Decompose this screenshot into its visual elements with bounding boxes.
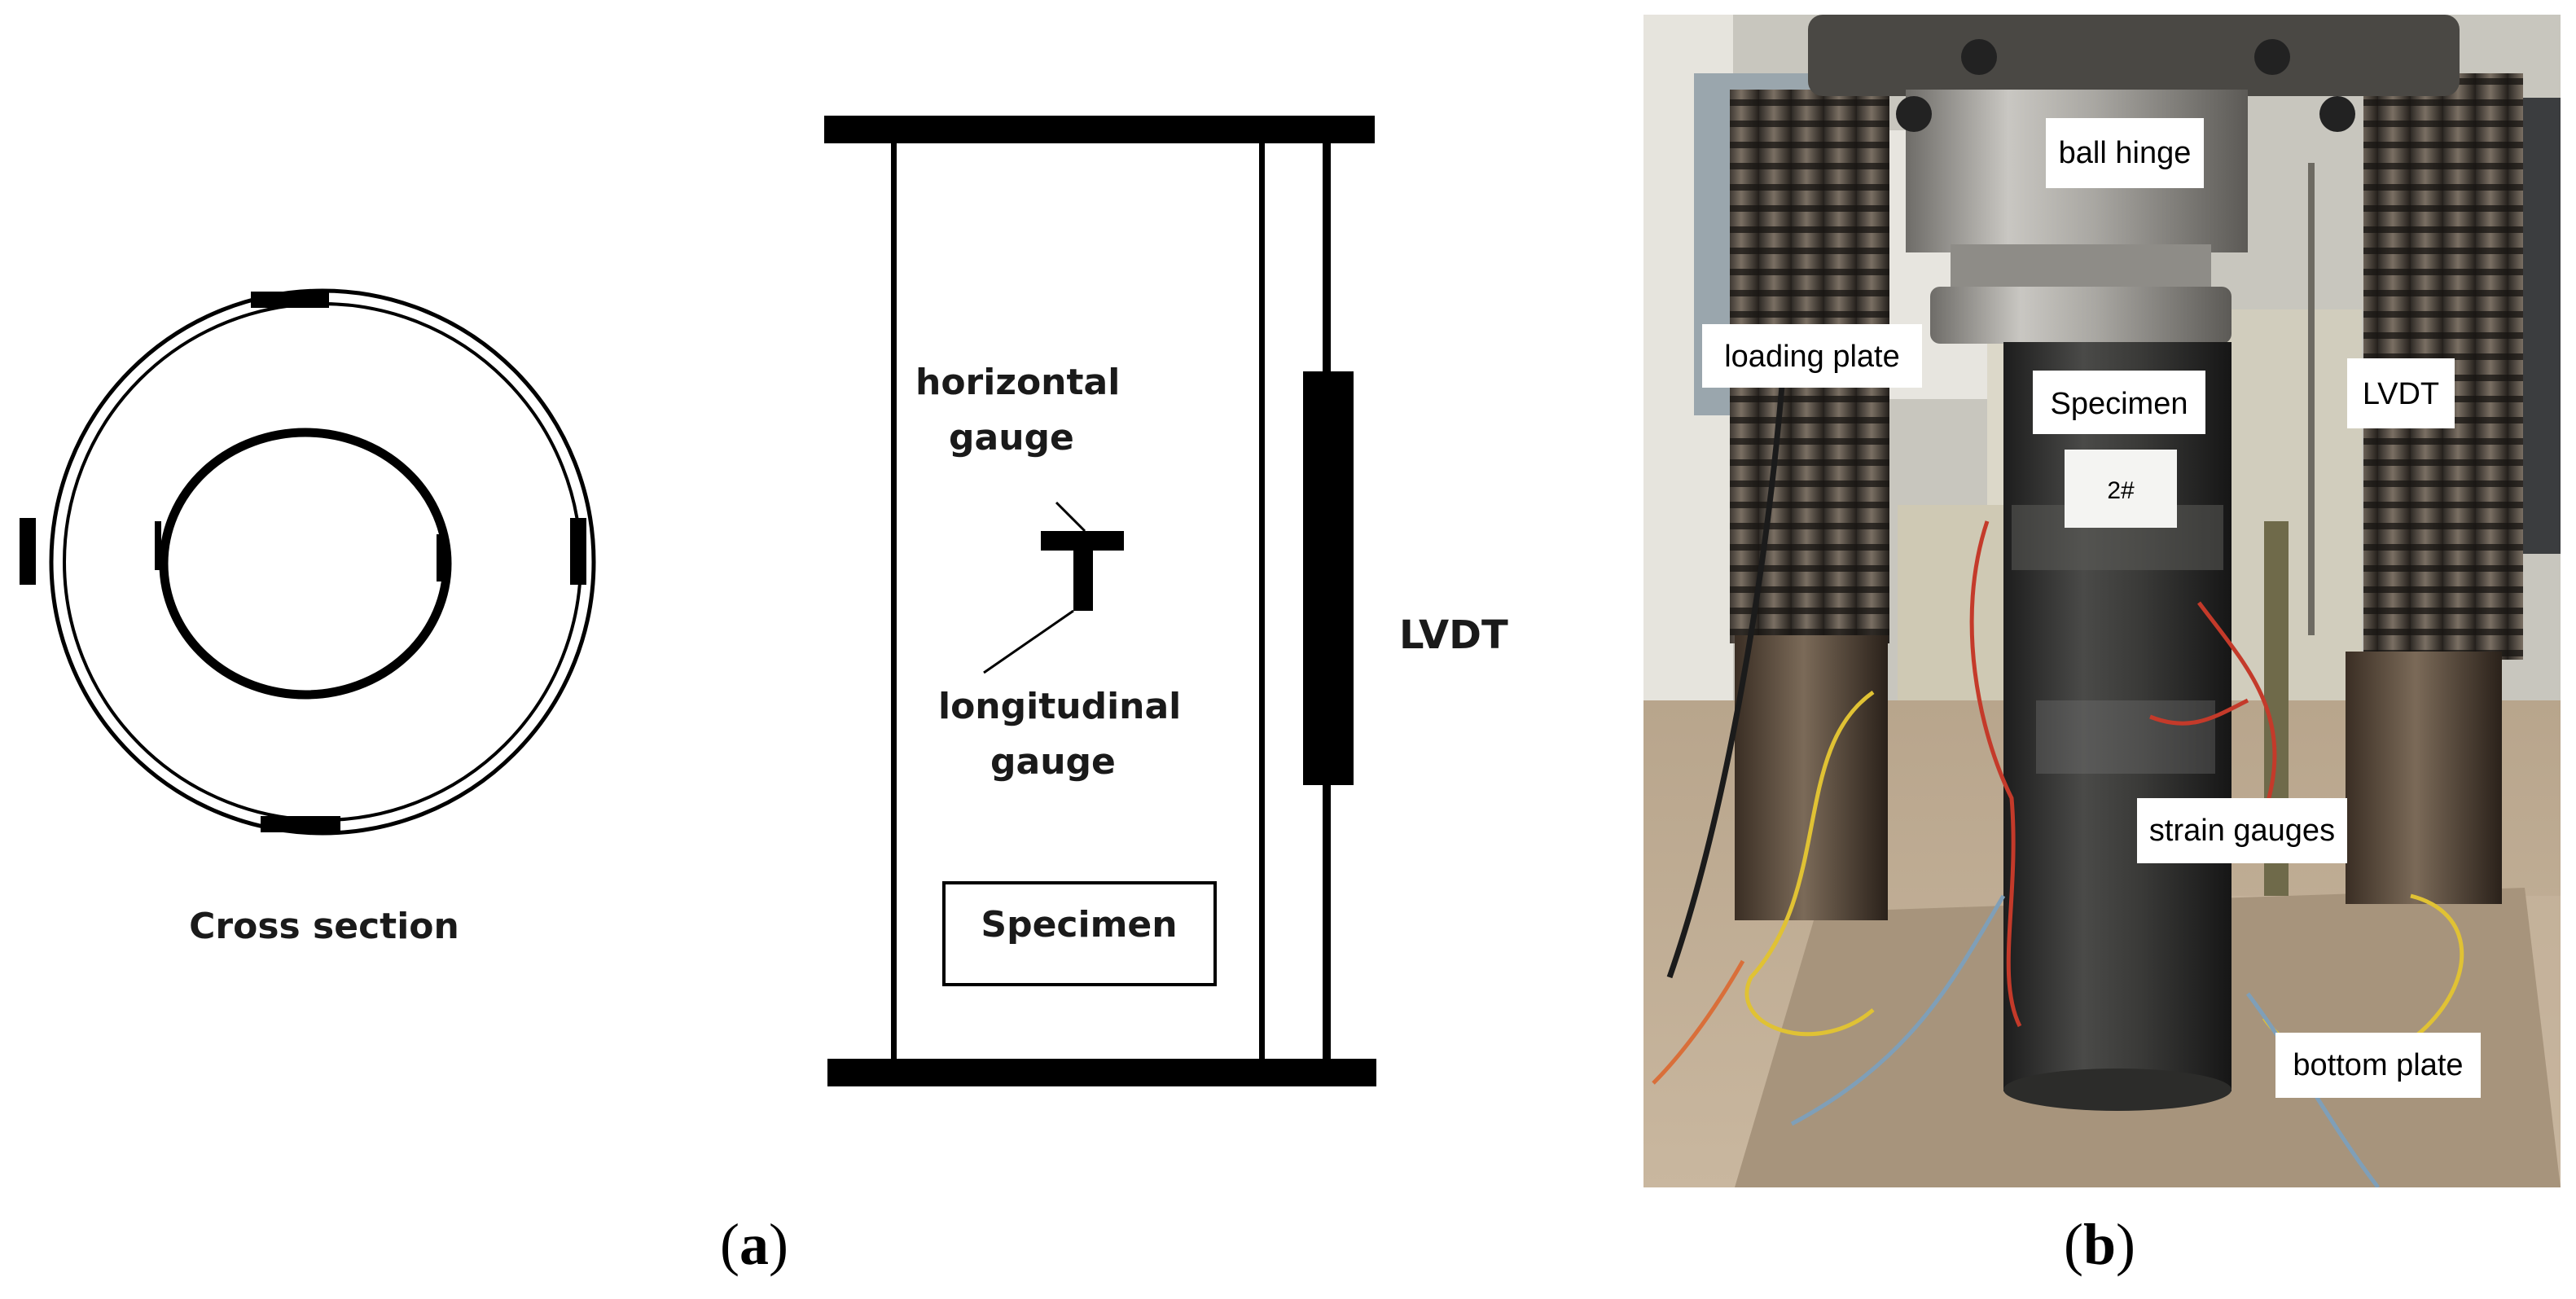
specimen-label: Specimen xyxy=(981,904,1177,946)
gauge-left xyxy=(20,518,36,585)
caption-b: (b) xyxy=(2064,1212,2135,1277)
photo-label-ball-hinge: ball hinge xyxy=(2046,118,2204,188)
horizontal-gauge-label: horizontal gauge xyxy=(915,362,1133,459)
svg-text:bottom plate: bottom plate xyxy=(2293,1048,2463,1082)
top-plate xyxy=(824,116,1375,143)
svg-text:strain gauges: strain gauges xyxy=(2149,814,2335,848)
lvdt-sensor xyxy=(1303,371,1354,785)
gauge-bottom xyxy=(261,816,340,832)
svg-text:LVDT: LVDT xyxy=(2363,377,2439,411)
svg-text:loading plate: loading plate xyxy=(1724,340,1900,374)
gauge-top xyxy=(251,292,329,308)
gauge-right xyxy=(570,518,586,585)
wires xyxy=(1652,366,2464,1187)
loading-frame xyxy=(824,116,1376,1086)
lvdt-label: LVDT xyxy=(1399,612,1508,658)
photo-label-strain-gauges: strain gauges xyxy=(2137,798,2347,863)
specimen-box xyxy=(942,881,1217,986)
photo-label-lvdt: LVDT xyxy=(2347,358,2455,428)
svg-text:Specimen: Specimen xyxy=(2051,387,2188,421)
bottom-plate-bar xyxy=(827,1059,1376,1086)
specimen-tag: 2# xyxy=(2065,450,2177,528)
svg-text:ball hinge: ball hinge xyxy=(2059,136,2192,170)
strain-gauge-symbol xyxy=(983,501,1124,674)
longitudinal-gauge-label: longitudinal gauge xyxy=(938,686,1194,783)
photo-label-specimen: Specimen xyxy=(2033,371,2205,434)
cross-section-label: Cross section xyxy=(189,906,459,947)
schematic-diagram: Cross section horizontal gauge longitudi… xyxy=(20,116,1508,1277)
cross-section xyxy=(20,288,596,836)
svg-text:2#: 2# xyxy=(2107,477,2135,504)
photo-label-bottom-plate: bottom plate xyxy=(2275,1033,2481,1098)
test-setup-photo: ball hinge loading plate Specimen LVDT 2… xyxy=(1643,15,2561,1187)
caption-a: (a) xyxy=(720,1212,788,1277)
photo-label-loading-plate: loading plate xyxy=(1702,324,1922,388)
